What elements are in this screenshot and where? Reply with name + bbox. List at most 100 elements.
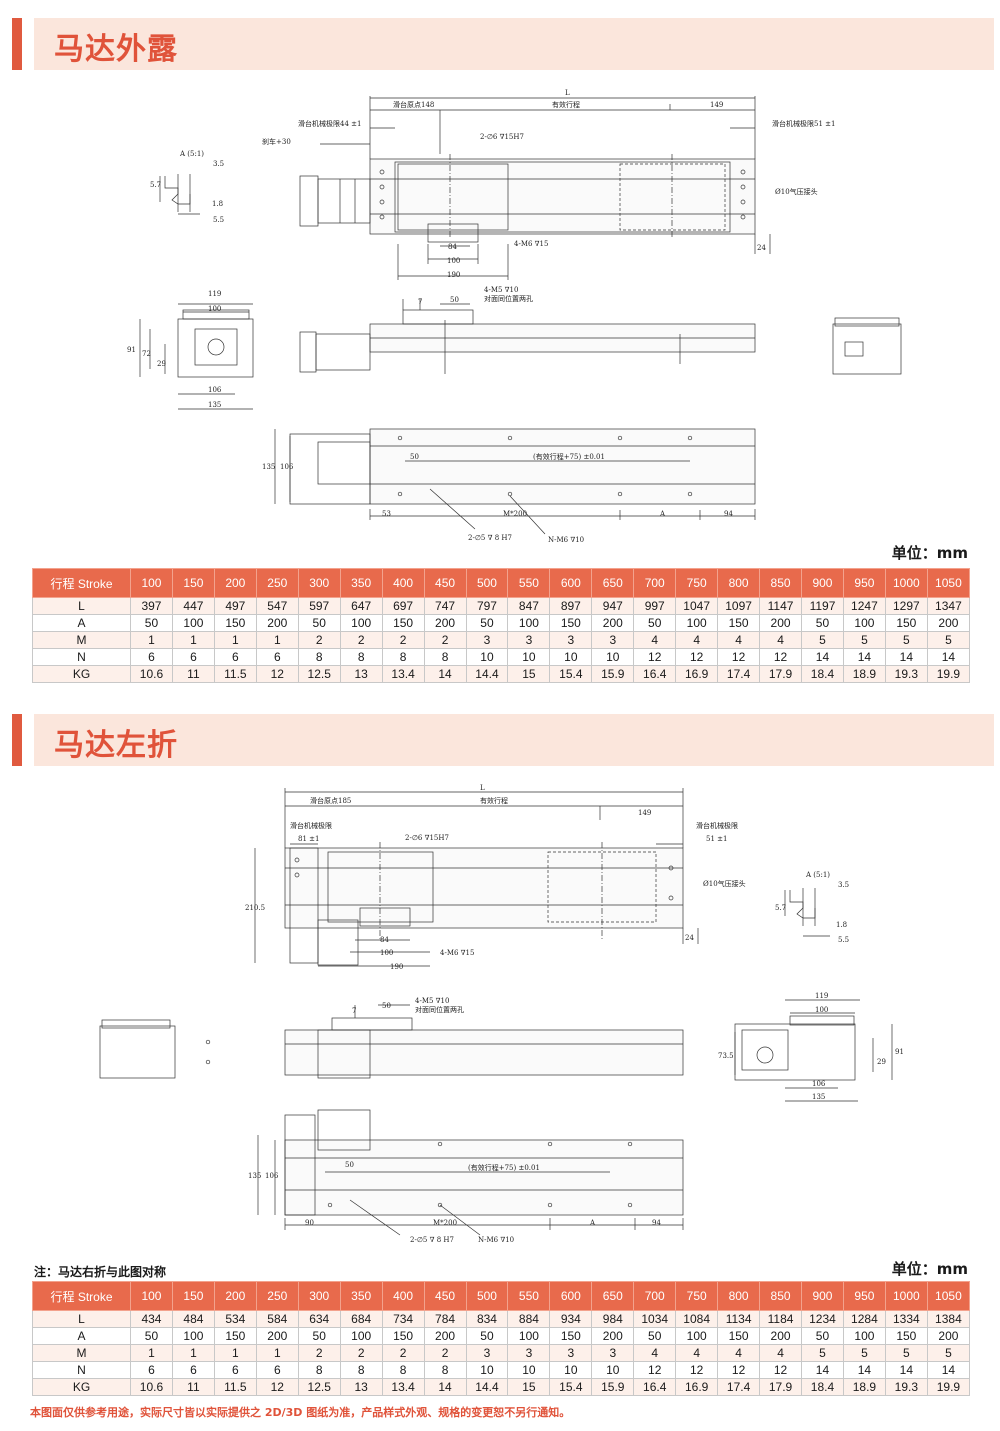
- table-cell: 4: [717, 1344, 761, 1362]
- spec-table-motor-left-fold: 行程 Stroke 100 150 200 250 300 350 400 45…: [32, 1281, 971, 1396]
- table-cell: 18.9: [842, 665, 886, 683]
- row-label-cell: A: [32, 614, 131, 632]
- table-cell: 100: [842, 614, 886, 632]
- dim-91: 91: [895, 1048, 904, 1056]
- table-cell: 784: [423, 1310, 467, 1328]
- table-cell: 15: [507, 1378, 551, 1396]
- dim-5-5: 5.5: [213, 216, 224, 224]
- table-cell: 150: [717, 1327, 761, 1345]
- section-header-motor-left-fold: 马达左折: [12, 714, 994, 766]
- table-cell: 6: [255, 1361, 299, 1379]
- unit-label: 单位：mm: [891, 544, 968, 562]
- dim-73-5: 73.5: [718, 1052, 734, 1060]
- dim-119: 119: [815, 992, 828, 1000]
- table-cell: 3: [465, 631, 509, 649]
- table-cell: 6: [213, 648, 257, 666]
- technical-drawing-motor-left-fold: L 滑台原点185 有效行程 149 滑台机械极限 81 ±1 滑台机械极限 5…: [0, 780, 1000, 1250]
- table-cell: 14.4: [465, 665, 509, 683]
- table-cell: 18.4: [801, 665, 844, 683]
- table-cell: 734: [381, 1310, 425, 1328]
- dim-5-5: 5.5: [838, 936, 849, 944]
- label-detail-a: A (5:1): [805, 871, 830, 879]
- dim-100b: 100: [815, 1006, 828, 1014]
- table-cell: 1234: [801, 1310, 844, 1328]
- section-title: 马达外露: [54, 32, 178, 67]
- table-cell: 934: [549, 1310, 593, 1328]
- table-cell: 11.5: [213, 665, 257, 683]
- header-cell: 500: [465, 568, 509, 598]
- table-cell: 484: [171, 1310, 215, 1328]
- table-cell: 1347: [926, 597, 971, 615]
- dim-84: 84: [380, 936, 389, 944]
- table-cell: 584: [255, 1310, 299, 1328]
- table-cell: 5: [926, 631, 971, 649]
- table-cell: 150: [549, 614, 593, 632]
- table-cell: 150: [884, 614, 928, 632]
- table-cell: 10: [591, 1361, 635, 1379]
- dim-94: 94: [652, 1219, 661, 1227]
- label-nm6: N-M6 ∇10: [478, 1236, 514, 1244]
- table-cell: 6: [213, 1361, 257, 1379]
- table-cell: 1: [213, 1344, 257, 1362]
- table-cell: 4: [675, 631, 719, 649]
- table-cell: 2: [423, 631, 467, 649]
- row-label-cell: A: [32, 1327, 131, 1345]
- table-cell: 10: [591, 648, 635, 666]
- label-mech-limit-left-val: 81 ±1: [298, 835, 319, 843]
- row-label-cell: KG: [32, 1378, 131, 1396]
- header-cell: 1000: [884, 568, 928, 598]
- table-cell: 50: [130, 614, 173, 632]
- table-cell: 13: [339, 1378, 383, 1396]
- table-cell: 18.4: [801, 1378, 844, 1396]
- table-cell: 200: [423, 1327, 467, 1345]
- dim-135: 135: [208, 401, 221, 409]
- table-cell: 10: [465, 648, 509, 666]
- dim-L: L: [565, 89, 570, 97]
- label-mech-limit-right-val: 51 ±1: [706, 835, 727, 843]
- table-cell: 200: [255, 614, 299, 632]
- table-cell: 11: [171, 1378, 215, 1396]
- table-cell: 50: [130, 1327, 173, 1345]
- header-cell: 1050: [926, 568, 971, 598]
- header-cell: 350: [339, 568, 383, 598]
- table-cell: 14: [801, 648, 844, 666]
- table-cell: 684: [339, 1310, 383, 1328]
- section-accent: [12, 18, 22, 70]
- table-cell: 150: [213, 1327, 257, 1345]
- table-cell: 1: [130, 631, 173, 649]
- dim-135b: 135: [248, 1172, 261, 1180]
- table-cell: 16.9: [675, 1378, 719, 1396]
- dim-24: 24: [757, 244, 766, 252]
- header-cell: 100: [130, 568, 173, 598]
- table-cell: 1034: [633, 1310, 677, 1328]
- table-cell: 17.4: [717, 665, 761, 683]
- dim-5-7: 5.7: [150, 181, 161, 189]
- table-cell: 100: [171, 1327, 215, 1345]
- table-cell: 547: [255, 597, 299, 615]
- label-nm6: N-M6 ∇10: [548, 536, 584, 544]
- table-cell: 534: [213, 1310, 257, 1328]
- table-cell: 50: [801, 1327, 844, 1345]
- label-air-fitting: Ø10气压接头: [703, 879, 746, 888]
- label-mech-limit-right: 滑台机械极限: [696, 821, 738, 830]
- table-cell: 3: [549, 1344, 593, 1362]
- dim-7: 7: [418, 298, 422, 306]
- header-cell: 350: [339, 1281, 383, 1311]
- table-header-row: 行程 Stroke 100 150 200 250 300 350 400 45…: [32, 1281, 971, 1311]
- dim-149: 149: [638, 809, 651, 817]
- table-cell: 150: [549, 1327, 593, 1345]
- table-cell: 14: [423, 1378, 467, 1396]
- label-m6: 4-M6 ∇15: [440, 949, 474, 957]
- table-cell: 11.5: [213, 1378, 257, 1396]
- table-cell: 1: [255, 1344, 299, 1362]
- table-cell: 3: [465, 1344, 509, 1362]
- label-h7: 2-∅5 ∇ 8 H7: [468, 534, 512, 542]
- table-cell: 12.5: [297, 1378, 341, 1396]
- table-cell: 8: [423, 1361, 467, 1379]
- header-cell: 400: [381, 568, 425, 598]
- table-cell: 834: [465, 1310, 509, 1328]
- table-cell: 16.9: [675, 665, 719, 683]
